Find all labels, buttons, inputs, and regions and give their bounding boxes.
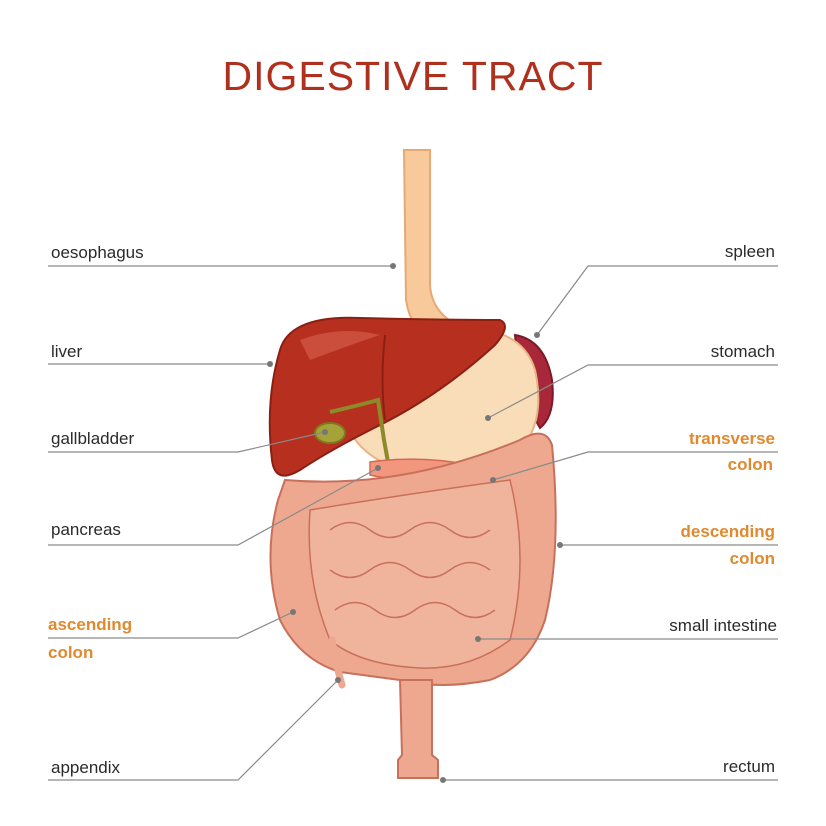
label-liver: liver — [51, 342, 83, 361]
rectum-organ — [397, 679, 439, 779]
label-small-intestine: small intestine — [669, 616, 777, 635]
gallbladder-organ — [314, 422, 346, 444]
small-intestine-organ — [308, 479, 521, 669]
label-appendix: appendix — [51, 758, 121, 777]
label-stomach: stomach — [711, 342, 775, 361]
organ-illustration — [268, 149, 557, 779]
label-transverse-colon-line2: colon — [728, 455, 773, 474]
label-pancreas: pancreas — [51, 520, 121, 539]
label-transverse-colon-line1: transverse — [689, 429, 775, 448]
label-spleen: spleen — [725, 242, 775, 261]
label-ascending-colon-line2: colon — [48, 643, 93, 662]
label-rectum: rectum — [723, 757, 775, 776]
label-descending-colon-line2: colon — [730, 549, 775, 568]
leader-lines — [48, 263, 778, 783]
diagram-title: DIGESTIVE TRACT — [222, 53, 603, 99]
bile-duct — [329, 397, 390, 463]
appendix-organ — [328, 636, 346, 689]
label-gallbladder: gallbladder — [51, 429, 135, 448]
label-oesophagus: oesophagus — [51, 243, 144, 262]
label-ascending-colon-line1: ascending — [48, 615, 132, 634]
label-descending-colon-line1: descending — [681, 522, 775, 541]
